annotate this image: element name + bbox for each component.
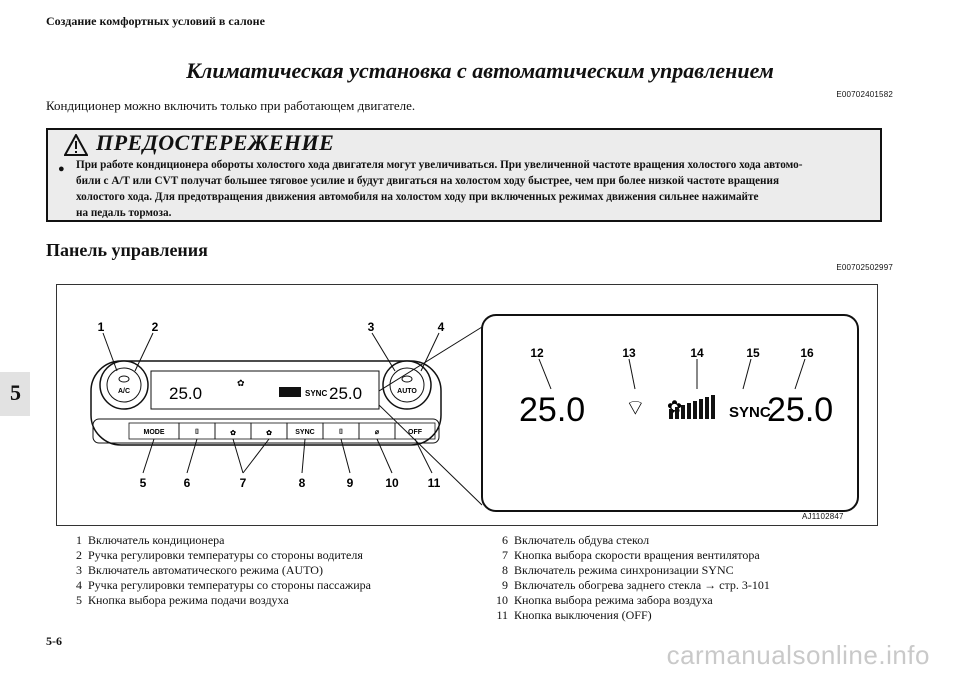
small-icons: ✿: [237, 378, 245, 388]
chapter-number: 5: [10, 380, 21, 405]
watermark: carmanualsonline.info: [666, 640, 930, 670]
btn-off: OFF: [408, 429, 423, 436]
callout-6: 6: [184, 476, 191, 490]
small-fan-bars: [279, 387, 301, 397]
svg-text:⌷: ⌷: [339, 429, 343, 436]
callout-9: 9: [347, 476, 354, 490]
callout-7: 7: [240, 476, 247, 490]
warning-line: на педаль тормоза.: [76, 207, 172, 219]
warning-text: При работе кондиционера обороты холостог…: [76, 157, 876, 221]
callout-3: 3: [368, 320, 375, 334]
callout-4: 4: [438, 320, 445, 334]
warning-box: [46, 128, 882, 222]
callout-10: 10: [385, 476, 399, 490]
small-temp-right: 25.0: [329, 384, 362, 403]
title-code: E00702401582: [836, 90, 893, 99]
chapter-tab: [0, 372, 30, 416]
big-temp-left: 25.0: [519, 391, 585, 429]
callout-12: 12: [530, 346, 544, 360]
warning-heading: ПРЕДОСТЕРЕЖЕНИЕ: [96, 130, 335, 155]
small-display: [150, 370, 380, 410]
big-fan-level-bars: [669, 395, 715, 419]
section-subtitle: Панель управления: [46, 240, 208, 260]
warning-bullet: ●: [58, 163, 65, 175]
svg-text:✿: ✿: [230, 429, 236, 437]
callout-13: 13: [622, 346, 636, 360]
control-panel-diagram: A/C AUTO 25.0 ✿ SYNC 25.0 MODE ⌷ ✿ ✿ SYN…: [90, 314, 859, 512]
figure-code: AJ1102847: [802, 512, 844, 521]
svg-text:⌀: ⌀: [375, 429, 380, 436]
svg-text:⌷: ⌷: [195, 429, 199, 436]
callout-5: 5: [140, 476, 147, 490]
callout-14: 14: [690, 346, 704, 360]
section-header: Создание комфортных условий в салоне: [46, 14, 265, 28]
warning-triangle-icon: [64, 134, 88, 156]
callout-16: 16: [800, 346, 814, 360]
big-temp-right: 25.0: [767, 391, 833, 429]
section-code: E00702502997: [836, 263, 893, 272]
big-defrost-icon: ⌔: [625, 395, 646, 420]
btn-mode: MODE: [144, 429, 165, 436]
page-number: 5-6: [46, 634, 62, 648]
callout-8: 8: [299, 476, 306, 490]
panel-outline: [90, 360, 442, 446]
page-title: Климатическая установка с автоматическим…: [186, 58, 774, 83]
knob-right-label: AUTO: [397, 388, 417, 395]
callout-11: 11: [428, 476, 441, 490]
warning-line: били с A/T или CVT получат большее тягов…: [76, 175, 780, 187]
btn-sync: SYNC: [295, 429, 314, 436]
small-temp-left: 25.0: [169, 384, 202, 403]
small-sync: SYNC: [305, 389, 327, 398]
callout-15: 15: [746, 346, 760, 360]
knob-left-label: A/C: [118, 388, 130, 395]
callout-1: 1: [98, 320, 105, 334]
callout-2: 2: [152, 320, 159, 334]
warning-line: При работе кондиционера обороты холостог…: [76, 159, 803, 171]
big-sync: SYNC: [729, 404, 771, 421]
warning-line: холостого хода. Для предотвращения движе…: [76, 191, 759, 203]
intro-text: Кондиционер можно включить только при ра…: [46, 98, 416, 113]
control-panel-figure: A/C AUTO 25.0 ✿ SYNC 25.0 MODE ⌷ ✿ ✿ SYN…: [56, 284, 878, 526]
svg-text:✿: ✿: [266, 429, 272, 437]
